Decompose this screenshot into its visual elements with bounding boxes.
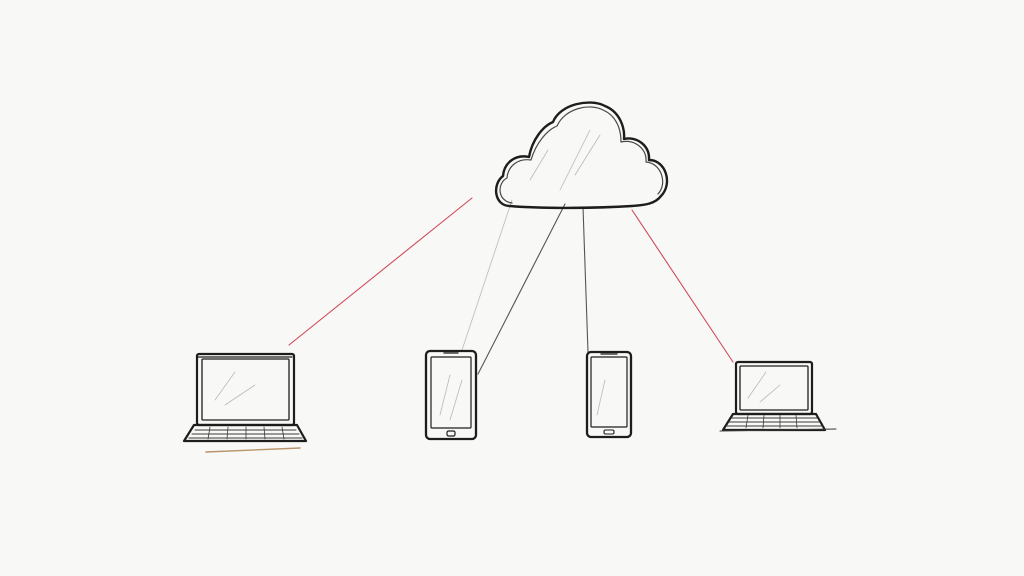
cloud-icon: [494, 101, 669, 210]
laptop-right-icon: [719, 360, 837, 432]
edge-cloud-phone-left: [477, 203, 566, 375]
edge-cloud-laptop-right: [631, 209, 734, 363]
edge-cloud-laptop-left-sketch: [461, 199, 513, 351]
edge-cloud-phone-right: [582, 206, 589, 353]
connection-lines: [288, 197, 734, 375]
keyboard: [725, 414, 824, 429]
laptop-left-icon: [182, 352, 308, 453]
smartphone-left-icon: [424, 349, 478, 441]
keyboard: [188, 426, 303, 440]
edge-cloud-laptop-left: [288, 197, 473, 346]
smartphone-right-icon: [585, 350, 633, 439]
